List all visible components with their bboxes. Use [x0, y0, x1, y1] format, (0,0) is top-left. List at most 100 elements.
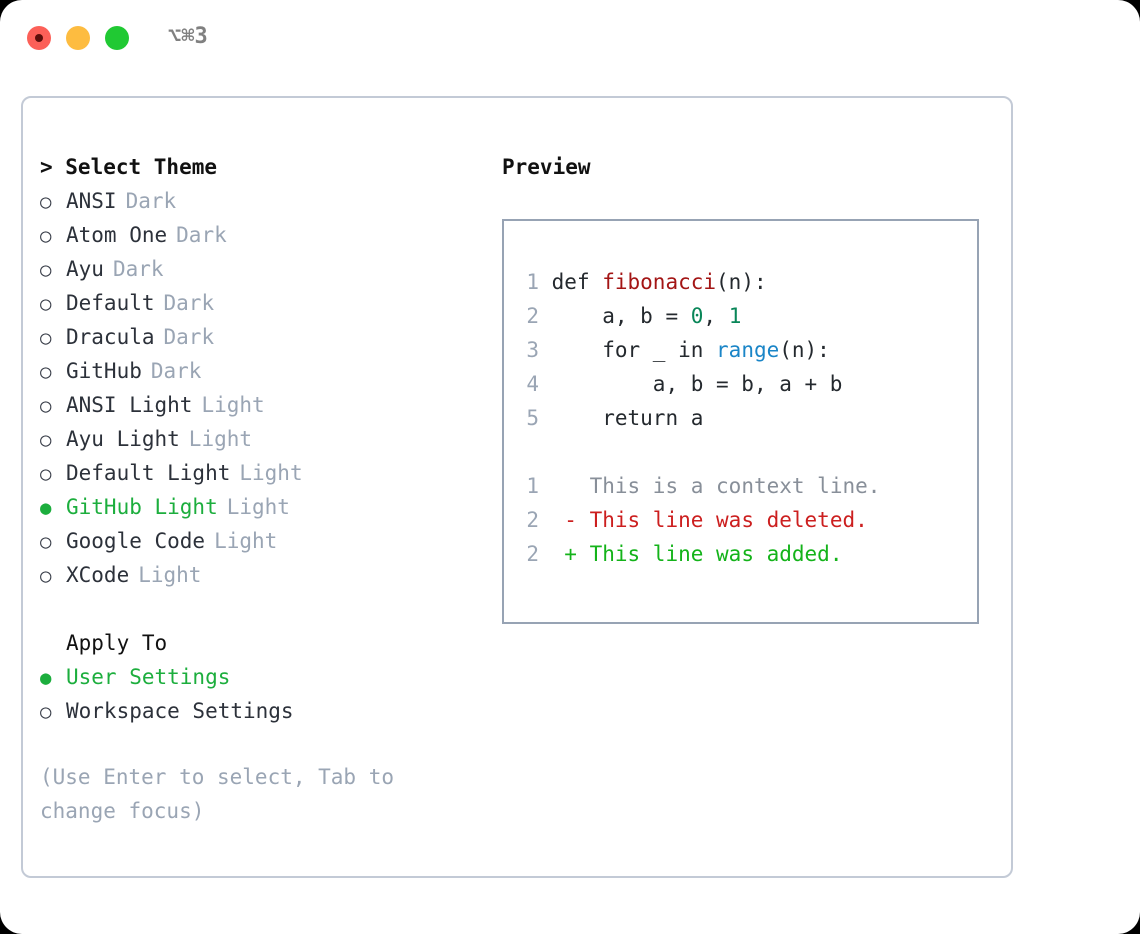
line-number: 1 — [526, 270, 539, 294]
theme-item-label: ANSI Light — [66, 393, 193, 417]
theme-item-badge: Light — [226, 495, 290, 519]
diff-marker — [564, 474, 577, 498]
code-token: , — [703, 304, 729, 328]
theme-item-label: Ayu Light — [66, 427, 180, 451]
theme-item[interactable]: ○ Ayu Dark — [40, 252, 492, 286]
apply-to-list[interactable]: ● User Settings ○Workspace Settings — [40, 660, 492, 728]
code-token: def — [551, 270, 603, 294]
radio-unselected-icon: ○ — [40, 395, 52, 417]
line-number: 2 — [526, 304, 539, 328]
line-number: 4 — [526, 372, 539, 396]
radio-unselected-icon: ○ — [40, 463, 52, 485]
theme-item-label: Dracula — [66, 325, 155, 349]
keyboard-hint: (Use Enter to select, Tab to change focu… — [40, 765, 407, 823]
theme-item[interactable]: ○ Default Dark — [40, 286, 492, 320]
diff-marker: - — [564, 508, 577, 532]
theme-item-badge: Light — [138, 563, 202, 587]
radio-unselected-icon: ○ — [40, 327, 52, 349]
code-diff-separator — [504, 435, 977, 469]
theme-item-label: GitHub Light — [66, 495, 218, 519]
theme-item[interactable]: ○ ANSI Dark — [40, 184, 492, 218]
code-token: 0 — [690, 304, 704, 328]
theme-item-label: Atom One — [66, 223, 168, 247]
title-bar: ⌥⌘3 — [0, 0, 1140, 76]
radio-unselected-icon: ○ — [40, 701, 52, 723]
theme-item-badge: Light — [239, 461, 303, 485]
line-number: 2 — [526, 508, 539, 532]
theme-item-label: Google Code — [66, 529, 206, 553]
radio-selected-icon: ● — [40, 497, 52, 519]
code-token: (n): — [779, 338, 830, 362]
code-token: a, b = b, a + b — [551, 372, 843, 396]
line-number: 1 — [526, 474, 539, 498]
apply-to-option[interactable]: ○Workspace Settings — [40, 694, 492, 728]
radio-unselected-icon: ○ — [40, 191, 52, 213]
code-token: return a — [551, 406, 704, 430]
apply-to-option[interactable]: ● User Settings — [40, 660, 492, 694]
radio-unselected-icon: ○ — [40, 293, 52, 315]
theme-item-label: ANSI — [66, 189, 117, 213]
radio-unselected-icon: ○ — [40, 225, 52, 247]
radio-unselected-icon: ○ — [40, 429, 52, 451]
theme-item-badge: Dark — [163, 291, 215, 315]
list-spacer — [40, 592, 492, 626]
code-line: 1 def fibonacci(n): — [504, 265, 977, 299]
diff-text: This is a context line. — [576, 474, 881, 498]
theme-item-label: Default — [66, 291, 155, 315]
apply-to-option-label: User Settings — [66, 665, 231, 689]
diff-text: This line was added. — [576, 542, 843, 566]
theme-item[interactable]: ○ Google Code Light — [40, 524, 492, 558]
diff-sample: 1 This is a context line.2 - This line w… — [504, 469, 977, 571]
code-token: 1 — [728, 304, 742, 328]
radio-unselected-icon: ○ — [40, 531, 52, 553]
theme-item-badge: Dark — [125, 189, 177, 213]
theme-item-label: Ayu — [66, 257, 104, 281]
code-token: fibonacci — [602, 270, 717, 294]
theme-item[interactable]: ○ GitHub Dark — [40, 354, 492, 388]
maximize-button[interactable] — [105, 26, 129, 50]
theme-item-label: GitHub — [66, 359, 142, 383]
close-button[interactable] — [27, 26, 51, 50]
page-title: > Select Theme — [40, 155, 218, 179]
code-line: 4 a, b = b, a + b — [504, 367, 977, 401]
theme-item-badge: Dark — [150, 359, 202, 383]
theme-item-label: XCode — [66, 563, 130, 587]
radio-unselected-icon: ○ — [40, 565, 52, 587]
code-token: range — [716, 338, 780, 362]
preview-title: Preview — [502, 155, 591, 179]
theme-item-badge: Light — [214, 529, 278, 553]
theme-item-badge: Light — [201, 393, 265, 417]
theme-item[interactable]: ● GitHub Light Light — [40, 490, 492, 524]
code-token: a, b = — [551, 304, 691, 328]
theme-item[interactable]: ○ ANSI Light Light — [40, 388, 492, 422]
preview-column: Preview 1 def fibonacci(n):2 a, b = 0, 1… — [502, 150, 992, 624]
theme-item[interactable]: ○ Atom One Dark — [40, 218, 492, 252]
theme-item-badge: Dark — [112, 257, 164, 281]
radio-unselected-icon: ○ — [40, 361, 52, 383]
apply-to-heading: Apply To — [66, 631, 168, 655]
theme-item-badge: Dark — [176, 223, 227, 247]
minimize-button[interactable] — [66, 26, 90, 50]
code-line: 3 for _ in range(n): — [504, 333, 977, 367]
line-number: 5 — [526, 406, 539, 430]
line-number: 2 — [526, 542, 539, 566]
code-token: (n): — [716, 270, 767, 294]
diff-line: 2 - This line was deleted. — [504, 503, 977, 537]
theme-item[interactable]: ○ XCode Light — [40, 558, 492, 592]
radio-unselected-icon: ○ — [40, 259, 52, 281]
diff-marker: + — [564, 542, 577, 566]
code-line: 5 return a — [504, 401, 977, 435]
diff-line: 1 This is a context line. — [504, 469, 977, 503]
radio-selected-icon: ● — [40, 667, 52, 689]
window-controls — [27, 26, 129, 50]
diff-text: This line was deleted. — [576, 508, 868, 532]
